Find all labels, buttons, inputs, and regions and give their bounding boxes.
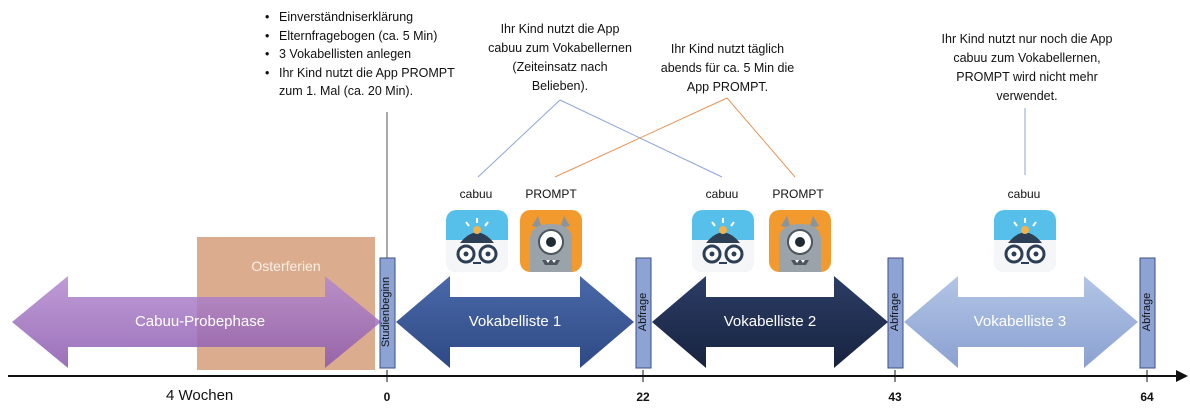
marker-test3-label: Abfrage bbox=[1141, 292, 1153, 332]
setup-item: Einverständniserklärung bbox=[265, 8, 469, 27]
probe-label: Cabuu-Probephase bbox=[134, 313, 266, 330]
cabuu-app-icon bbox=[692, 210, 754, 272]
list1-arrow bbox=[396, 276, 634, 368]
tick-label: 64 bbox=[1140, 390, 1154, 404]
marker-test1 bbox=[635, 257, 652, 369]
note-line: Ihr Kind nutzt nur noch die App bbox=[941, 32, 1113, 46]
note-phase3: Ihr Kind nutzt nur noch die App cabuu zu… bbox=[917, 30, 1137, 106]
prompt-app-icon bbox=[520, 210, 582, 272]
cabuu-app-icon bbox=[446, 210, 508, 272]
time-axis-arrowhead bbox=[1176, 370, 1188, 382]
connector-line-orange-2 bbox=[726, 97, 796, 178]
note-line: verwendet. bbox=[996, 89, 1058, 103]
app-label-prompt: PROMPT bbox=[525, 187, 577, 201]
list1-label: Vokabelliste 1 bbox=[468, 313, 562, 330]
holiday-label: Osterferien bbox=[251, 258, 321, 274]
note-line: Belieben). bbox=[531, 79, 589, 93]
note-phase1: Ihr Kind nutzt die App cabuu zum Vokabel… bbox=[474, 20, 646, 96]
tick-label: 43 bbox=[888, 390, 902, 404]
note-line: cabuu zum Vokabellernen bbox=[488, 41, 632, 55]
setup-item: Elternfragebogen (ca. 5 Min) bbox=[265, 27, 469, 46]
note-line: (Zeiteinsatz nach bbox=[512, 60, 608, 74]
note-line: cabuu zum Vokabellernen, bbox=[953, 51, 1101, 65]
weeks-label: 4 Wochen bbox=[166, 387, 234, 404]
list3-arrow bbox=[904, 276, 1138, 368]
app-label-cabuu: cabuu bbox=[459, 187, 493, 201]
list3-label: Vokabelliste 3 bbox=[973, 313, 1067, 330]
marker-test2-label: Abfrage bbox=[889, 292, 901, 332]
marker-start bbox=[379, 257, 396, 369]
marker-test2 bbox=[887, 257, 904, 369]
note-phase2: Ihr Kind nutzt täglich abends für ca. 5 … bbox=[650, 40, 805, 97]
note-line: App PROMPT. bbox=[686, 80, 769, 94]
marker-test3 bbox=[1139, 257, 1156, 369]
prompt-app-icon bbox=[769, 210, 831, 272]
setup-item: 3 Vokabellisten anlegen bbox=[265, 45, 469, 64]
tick-label: 22 bbox=[636, 390, 650, 404]
list2-label: Vokabelliste 2 bbox=[723, 313, 817, 330]
connector-line-blue-1 bbox=[477, 99, 561, 178]
marker-start-label: Studienbeginn bbox=[380, 276, 392, 348]
note-line: abends für ca. 5 Min die bbox=[660, 61, 795, 75]
app-label-cabuu: cabuu bbox=[1007, 187, 1041, 201]
app-label-prompt: PROMPT bbox=[772, 187, 824, 201]
setup-item: Ihr Kind nutzt die App PROMPT zum 1. Mal… bbox=[265, 64, 469, 101]
app-label-cabuu: cabuu bbox=[705, 187, 739, 201]
tick-label: 0 bbox=[383, 390, 391, 404]
probe-arrow bbox=[12, 276, 381, 368]
connector-line-blue-2 bbox=[559, 99, 723, 178]
marker-test1-label: Abfrage bbox=[637, 292, 649, 332]
note-line: Ihr Kind nutzt die App bbox=[500, 22, 620, 36]
note-line: PROMPT wird nicht mehr bbox=[956, 70, 1098, 84]
list2-arrow bbox=[652, 276, 888, 368]
note-line: Ihr Kind nutzt täglich bbox=[670, 42, 785, 56]
connector-line-orange-1 bbox=[554, 97, 728, 178]
setup-list: Einverständniserklärung Elternfragebogen… bbox=[265, 8, 469, 101]
cabuu-app-icon bbox=[994, 210, 1056, 272]
